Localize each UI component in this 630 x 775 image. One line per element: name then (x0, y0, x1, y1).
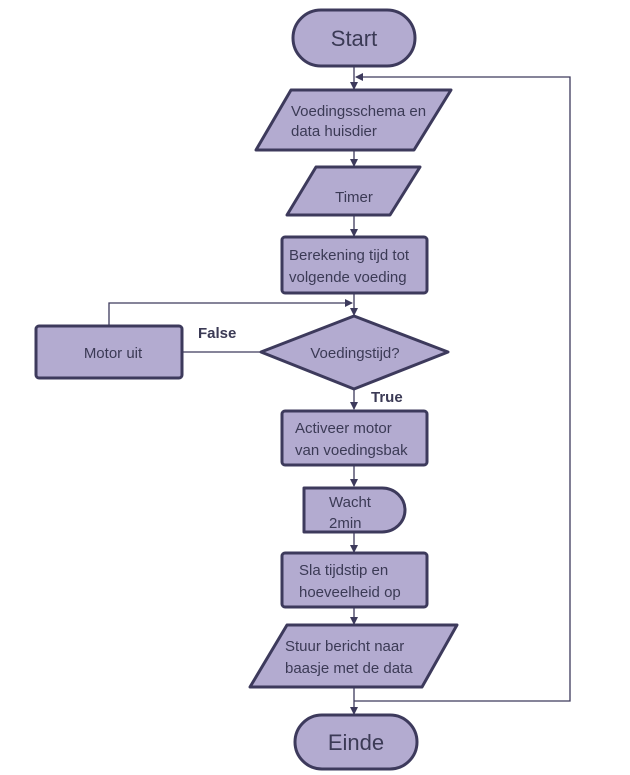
save-line-2: hoeveelheid op (299, 584, 401, 601)
start-label: Start (331, 26, 377, 51)
schedule-line-1: Voedingsschema en (291, 103, 426, 120)
decision-label: Voedingstijd? (310, 345, 399, 362)
decision-node: Voedingstijd? (259, 314, 450, 391)
calculation-line-2: volgende voeding (289, 269, 407, 286)
send-message-node: Stuur bericht naar baasje met de data (248, 623, 459, 689)
start-node: Start (291, 8, 417, 68)
wait-line-1: Wacht (329, 494, 372, 511)
edge-motor-off-back (108, 299, 353, 326)
wait-line-2: 2min (329, 515, 362, 532)
end-label: Einde (328, 730, 384, 755)
false-label: False (198, 325, 236, 342)
timer-node: Timer (285, 165, 422, 217)
connectors (108, 66, 571, 715)
send-line-2: baasje met de data (285, 660, 413, 677)
calculation-line-1: Berekening tijd tot (289, 247, 410, 264)
activate-motor-node: Activeer motor van voedingsbak (280, 409, 429, 467)
wait-node: Wacht 2min (302, 486, 407, 534)
end-node: Einde (293, 713, 419, 771)
send-line-1: Stuur bericht naar (285, 638, 404, 655)
schedule-line-2: data huisdier (291, 123, 377, 140)
save-line-1: Sla tijdstip en (299, 562, 388, 579)
true-label: True (371, 389, 403, 406)
activate-line-1: Activeer motor (295, 420, 392, 437)
calculation-node: Berekening tijd tot volgende voeding (280, 235, 429, 295)
motor-off-label: Motor uit (84, 345, 143, 362)
timer-label: Timer (335, 189, 373, 206)
save-node: Sla tijdstip en hoeveelheid op (280, 551, 429, 609)
activate-line-2: van voedingsbak (295, 442, 408, 459)
schedule-input-node: Voedingsschema en data huisdier (254, 88, 453, 152)
edge-loop-back (354, 73, 571, 702)
motor-off-node: Motor uit (34, 324, 184, 380)
